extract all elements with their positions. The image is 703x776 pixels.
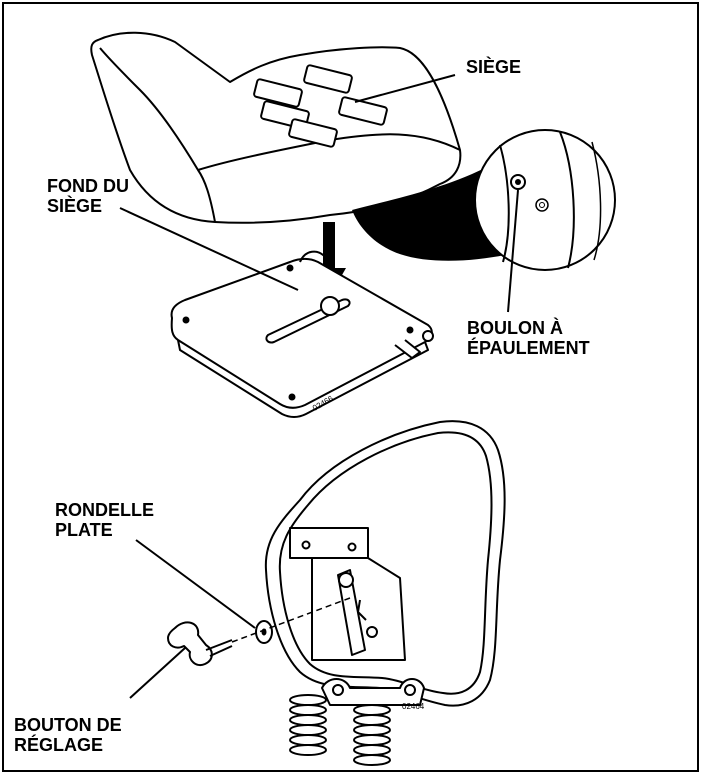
- leader-bouton: [129, 647, 186, 699]
- figure-code-bottom: 02464: [402, 702, 425, 711]
- seat-rear-illustration: [264, 420, 506, 707]
- label-bouton-line1: BOUTON DE: [14, 715, 122, 735]
- label-bouton-de-reglage: BOUTON DE RÉGLAGE: [14, 715, 122, 755]
- label-fond-du-siege: FOND DU SIÈGE: [47, 176, 129, 216]
- label-boulon-line1: BOULON À: [467, 318, 563, 338]
- assembly-dash-line: [231, 597, 351, 643]
- bolt-detail-magnifier: [352, 129, 616, 271]
- label-fond-du-siege-line2: SIÈGE: [47, 196, 103, 216]
- label-rondelle-line1: RONDELLE: [55, 500, 154, 520]
- label-rondelle-line2: PLATE: [55, 520, 113, 540]
- label-siege: SIÈGE: [466, 57, 522, 77]
- seat-base-illustration: [170, 250, 434, 418]
- spring-right-illustration: [353, 704, 391, 766]
- leader-boulon: [507, 189, 519, 313]
- leader-fond-du-siege: [119, 207, 299, 291]
- label-fond-du-siege-line1: FOND DU: [47, 176, 129, 196]
- label-rondelle-plate: RONDELLE PLATE: [55, 500, 154, 540]
- adjustment-knob-illustration: [167, 621, 233, 666]
- spring-left-illustration: [289, 694, 327, 756]
- label-bouton-line2: RÉGLAGE: [14, 735, 104, 755]
- leader-siege: [354, 74, 456, 103]
- flat-washer-illustration: [255, 620, 273, 644]
- label-boulon-a-epaulement: BOULON À ÉPAULEMENT: [467, 318, 590, 358]
- seat-illustration: [90, 31, 462, 224]
- label-boulon-line2: ÉPAULEMENT: [467, 338, 590, 358]
- leader-lines: [119, 74, 519, 699]
- leader-rondelle: [135, 539, 256, 629]
